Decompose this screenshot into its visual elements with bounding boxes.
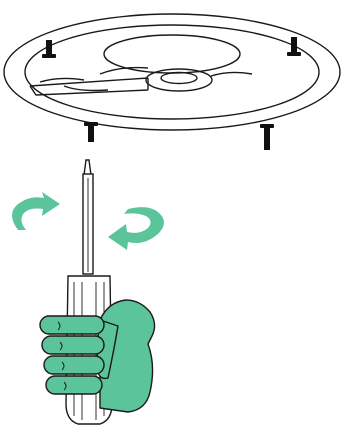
screw-icon-top-left — [42, 40, 56, 58]
mounting-plate-icon — [3, 13, 341, 131]
screw-icon-top-right — [287, 37, 301, 56]
hand-icon — [39, 299, 156, 413]
screw-icon-bottom-left — [84, 122, 98, 142]
rotate-arrow-icon — [12, 192, 164, 250]
screw-icon-bottom-right — [260, 124, 274, 150]
